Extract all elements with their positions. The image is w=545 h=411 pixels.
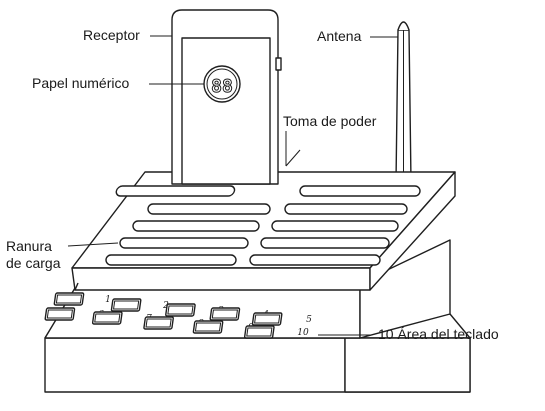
keypad: 12345678910 xyxy=(44,292,312,339)
charging-slots xyxy=(105,185,421,266)
keypad-key-5[interactable]: 5 xyxy=(251,312,312,326)
receiver: 88 xyxy=(171,9,282,185)
display-digits: 88 xyxy=(211,76,233,97)
label-toma-de-poder: Toma de poder xyxy=(283,113,377,129)
label-papel-numerico: Papel numérico xyxy=(32,75,130,91)
label-ranura-de-carga: Ranura de carga xyxy=(6,238,61,271)
keypad-key-label: 10 xyxy=(297,328,309,338)
label-area-del-teclado: 10 Área del teclado xyxy=(378,326,499,342)
antenna xyxy=(395,21,412,183)
keypad-key-label: 5 xyxy=(306,315,312,325)
keypad-key-2[interactable]: 2 xyxy=(110,298,169,312)
label-receptor: Receptor xyxy=(83,27,140,43)
leader-lines xyxy=(67,35,398,336)
keypad-key-label: 2 xyxy=(162,301,169,311)
keypad-key-1[interactable]: 1 xyxy=(53,292,111,306)
keypad-key-label: 1 xyxy=(105,295,111,305)
keypad-key-10[interactable]: 10 xyxy=(243,325,309,339)
label-antena: Antena xyxy=(317,28,362,44)
